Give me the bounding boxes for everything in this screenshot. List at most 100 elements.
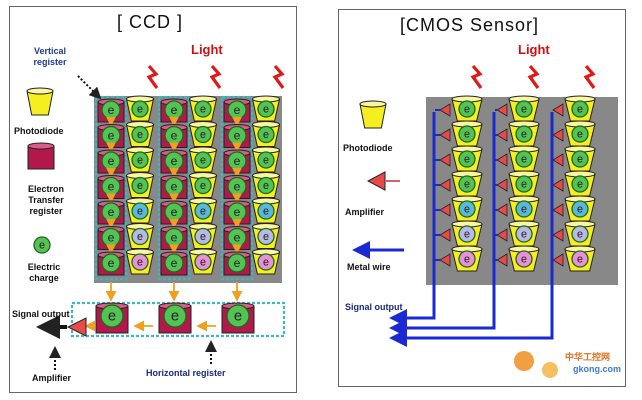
svg-text:e: e <box>200 231 206 243</box>
vertical-register-pointer <box>77 75 102 100</box>
cmos-light-bolt <box>470 64 483 89</box>
svg-text:e: e <box>234 205 241 219</box>
electric-charge: e <box>101 253 121 273</box>
cmos-charge: e <box>571 250 589 268</box>
cmos-charge: e <box>458 225 476 243</box>
photodiode-charge: e <box>194 227 212 246</box>
svg-text:e: e <box>171 309 179 325</box>
vertical-register-label: Vertical register <box>33 46 67 67</box>
cmos-pixel-amplifier <box>496 153 508 167</box>
cmos-signal-output-label: Signal output <box>345 302 403 312</box>
watermark-gear-icon <box>514 351 534 371</box>
cmos-charge: e <box>571 100 589 118</box>
cmos-pixel-amplifier <box>552 253 564 267</box>
svg-text:e: e <box>521 178 527 190</box>
svg-text:e: e <box>137 154 143 166</box>
cmos-pixel-amplifier <box>552 128 564 142</box>
svg-text:e: e <box>200 129 206 141</box>
photodiode-charge: e <box>194 253 212 271</box>
electric-charge: e <box>164 253 184 273</box>
svg-text:e: e <box>577 103 583 115</box>
photodiode-charge: e <box>131 125 149 144</box>
svg-text:e: e <box>108 179 115 193</box>
svg-text:e: e <box>577 253 583 265</box>
watermark-site-name: 中华工控网 <box>565 352 611 362</box>
svg-text:e: e <box>234 256 241 270</box>
photodiode-charge: e <box>194 100 212 118</box>
metal-wire-label: Metal wire <box>347 262 391 272</box>
electric-charge: e <box>227 176 247 197</box>
svg-text:e: e <box>200 154 206 166</box>
electric-charge: e <box>227 227 247 248</box>
svg-text:e: e <box>171 256 178 270</box>
cmos-photodiode <box>508 120 540 147</box>
electric-charge: e <box>101 202 121 222</box>
svg-text:e: e <box>263 205 269 217</box>
cmos-pixel-amplifier <box>439 178 451 192</box>
electric-charge: e <box>164 125 184 146</box>
svg-text:e: e <box>464 203 470 215</box>
svg-text:e: e <box>263 103 269 115</box>
photodiode-charge: e <box>194 202 212 220</box>
watermark-gear-icon <box>542 362 558 378</box>
cmos-charge: e <box>571 225 589 243</box>
svg-text:e: e <box>200 180 206 192</box>
cmos-pixel-amplifier <box>496 253 508 267</box>
ccd-signal-output-label: Signal output <box>12 309 70 319</box>
cmos-pixel-amplifier <box>552 153 564 167</box>
vertical-register-outline <box>94 95 128 281</box>
svg-text:e: e <box>171 230 178 244</box>
cmos-legend-photodiode-icon <box>359 100 387 129</box>
svg-text:e: e <box>171 128 178 142</box>
ccd-photodiode-label: Photodiode <box>14 126 64 136</box>
horizontal-register-label: Horizontal register <box>146 368 226 378</box>
svg-text:e: e <box>234 154 241 168</box>
svg-text:e: e <box>39 239 45 251</box>
cmos-pixel-amplifier <box>439 128 451 142</box>
electric-charge: e <box>164 100 184 120</box>
photodiode-charge: e <box>194 125 212 144</box>
photodiode-charge: e <box>257 227 275 246</box>
svg-text:e: e <box>137 180 143 192</box>
svg-text:e: e <box>263 154 269 166</box>
photodiode-charge: e <box>257 253 275 271</box>
cmos-light-bolt <box>527 64 540 89</box>
ccd-light-label: Light <box>191 42 223 57</box>
photodiode-charge: e <box>257 151 275 169</box>
cmos-pixel-amplifier <box>552 203 564 217</box>
legend-photodiode-icon <box>26 87 54 116</box>
ccd-light-bolt <box>146 64 159 89</box>
svg-text:e: e <box>263 129 269 141</box>
cmos-charge: e <box>571 200 589 218</box>
svg-text:e: e <box>200 205 206 217</box>
svg-text:e: e <box>577 228 583 240</box>
ccd-amplifier-label: Amplifier <box>32 373 72 383</box>
cmos-charge: e <box>458 250 476 268</box>
svg-text:e: e <box>521 203 527 215</box>
svg-text:e: e <box>464 253 470 265</box>
svg-text:e: e <box>464 103 470 115</box>
cmos-photodiode <box>451 145 483 172</box>
photodiode-charge: e <box>257 176 275 195</box>
svg-text:e: e <box>108 309 116 325</box>
cmos-charge: e <box>515 225 533 243</box>
legend-charge-icon: e <box>33 236 51 254</box>
svg-text:e: e <box>521 153 527 165</box>
svg-text:e: e <box>464 228 470 240</box>
cmos-charge: e <box>515 175 533 193</box>
svg-text:e: e <box>577 178 583 190</box>
photodiode-charge: e <box>257 202 275 220</box>
svg-text:e: e <box>234 309 242 325</box>
svg-text:e: e <box>521 128 527 140</box>
cmos-charge: e <box>458 175 476 193</box>
cmos-charge: e <box>458 125 476 143</box>
vertical-register-outline <box>220 95 254 281</box>
cmos-charge: e <box>571 175 589 193</box>
horizontal-charge: e <box>226 304 250 328</box>
cmos-charge: e <box>571 150 589 168</box>
electric-charge: e <box>164 202 184 222</box>
electric-charge: e <box>227 253 247 273</box>
cmos-pixel-amplifier <box>496 228 508 242</box>
